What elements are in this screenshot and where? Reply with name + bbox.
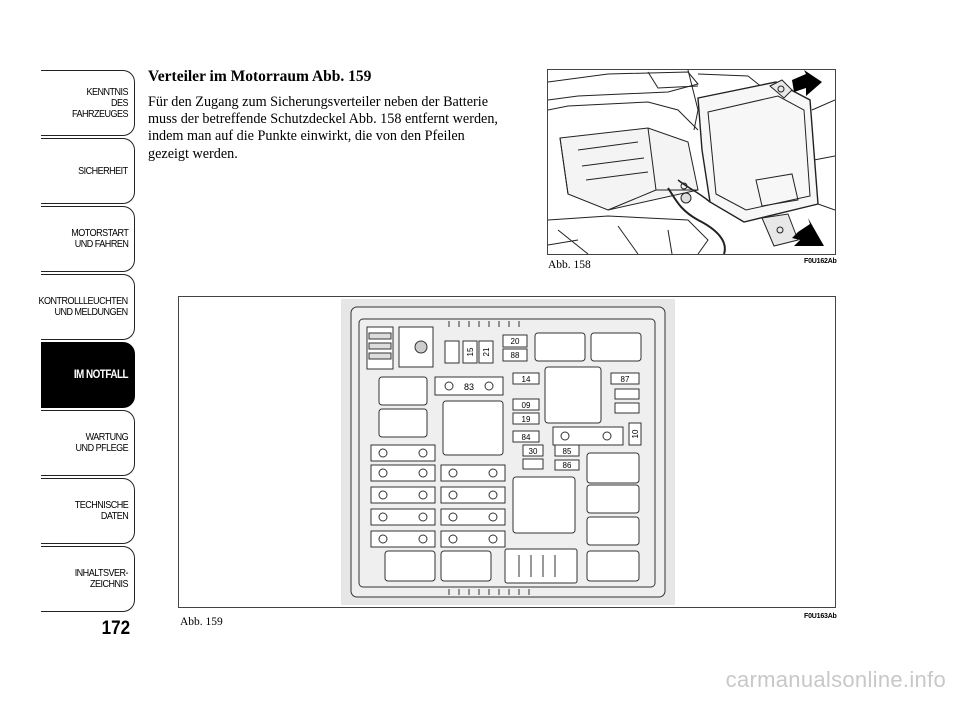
tab-label: TECHNISCHE DATEN bbox=[74, 499, 128, 522]
fuse-label-84: 84 bbox=[522, 433, 531, 442]
fuse-label-09: 09 bbox=[522, 401, 531, 410]
page-number: 172 bbox=[101, 618, 131, 639]
tab-label: KONTROLLLEUCHTEN UND MELDUNGEN bbox=[38, 295, 129, 318]
tab-kenntnis-des-fahrzeuges[interactable]: KENNTNIS DES FAHRZEUGES bbox=[41, 70, 135, 136]
fuse-label-85: 85 bbox=[563, 447, 572, 456]
fuse-label-10: 10 bbox=[631, 429, 640, 438]
tab-label: IM NOTFALL bbox=[73, 368, 129, 381]
tab-label: MOTORSTART UND FAHREN bbox=[70, 227, 129, 250]
fuse-label-21: 21 bbox=[482, 347, 491, 356]
figure-158-illustration bbox=[547, 69, 836, 255]
figure-158-code: F0U162Ab bbox=[804, 258, 837, 265]
arrow-bottom bbox=[792, 218, 824, 246]
figure-159-fusebox: 15 21 20 88 83 14 09 19 84 30 85 86 87 1… bbox=[178, 296, 836, 608]
figure-158-caption: Abb. 158 bbox=[548, 259, 591, 271]
fuse-label-87: 87 bbox=[621, 375, 630, 384]
tab-sicherheit[interactable]: SICHERHEIT bbox=[41, 138, 135, 204]
fuse-label-30: 30 bbox=[529, 447, 538, 456]
arrow-top bbox=[792, 70, 822, 96]
watermark: carmanualsonline.info bbox=[725, 667, 946, 692]
section-paragraph: Für den Zugang zum Sicherungsverteiler n… bbox=[148, 94, 498, 162]
engine-bay-drawing bbox=[548, 70, 835, 254]
tab-motorstart-und-fahren[interactable]: MOTORSTART UND FAHREN bbox=[41, 206, 135, 272]
tab-label: INHALTSVER- ZEICHNIS bbox=[74, 567, 129, 590]
tab-label: SICHERHEIT bbox=[78, 164, 128, 177]
figure-159-code: F0U163Ab bbox=[804, 613, 837, 620]
fuse-label-83: 83 bbox=[464, 382, 474, 392]
tab-label: KENNTNIS DES FAHRZEUGES bbox=[71, 85, 129, 120]
figure-159-caption: Abb. 159 bbox=[180, 616, 223, 628]
tab-inhaltsverzeichnis[interactable]: INHALTSVER- ZEICHNIS bbox=[41, 546, 135, 612]
fuse-label-20: 20 bbox=[511, 337, 520, 346]
fuse-label-88: 88 bbox=[511, 351, 520, 360]
tab-wartung-und-pflege[interactable]: WARTUNG UND PFLEGE bbox=[41, 410, 135, 476]
tab-technische-daten[interactable]: TECHNISCHE DATEN bbox=[41, 478, 135, 544]
fuse-label-14: 14 bbox=[522, 375, 531, 384]
fuse-label-15: 15 bbox=[466, 347, 475, 356]
fuse-label-86: 86 bbox=[563, 461, 572, 470]
fusebox-diagram: 15 21 20 88 83 14 09 19 84 30 85 86 87 1… bbox=[341, 299, 675, 605]
section-heading: Verteiler im Motorraum Abb. 159 bbox=[148, 68, 372, 85]
fuse-label-19: 19 bbox=[522, 415, 531, 424]
tab-im-notfall[interactable]: IM NOTFALL bbox=[41, 342, 135, 408]
tab-label: WARTUNG UND PFLEGE bbox=[75, 431, 128, 454]
tab-kontrollleuchten-und-meldungen[interactable]: KONTROLLLEUCHTEN UND MELDUNGEN bbox=[38, 274, 135, 340]
